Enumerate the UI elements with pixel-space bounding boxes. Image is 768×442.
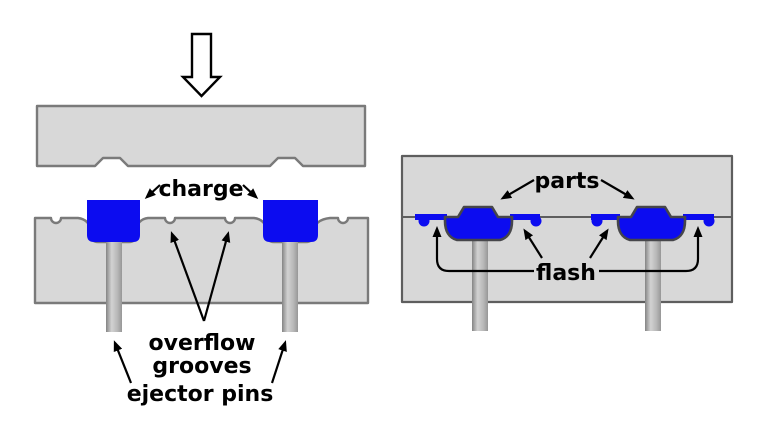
flash-groove-blob-1: [418, 215, 430, 227]
top-mold: [35, 104, 367, 168]
flash-right-inner: [591, 214, 620, 220]
ejector-pin-right: [282, 242, 298, 332]
ejector-pins-label: ejector pins: [127, 382, 274, 407]
parts-arrow-right: [600, 179, 635, 200]
ejector-pin-arrow-left: [113, 340, 133, 384]
ejector-pin-left: [106, 242, 122, 332]
flash-arrow-inner-right: [589, 228, 609, 259]
ejector-pin-right: [645, 240, 661, 331]
flash-groove-blob-2: [530, 215, 542, 227]
bottom-mold: [33, 216, 370, 305]
flash-material: [415, 214, 715, 227]
molded-part-left: [443, 205, 514, 242]
charge-label: charge: [158, 177, 243, 202]
ejector-pin-left: [472, 240, 488, 331]
flash-groove-blob-4: [703, 215, 715, 227]
flash-left-inner: [510, 214, 540, 220]
overflow-groove-arrow-left: [170, 231, 206, 322]
flash-left-outer: [415, 214, 447, 220]
charge-right: [263, 200, 318, 242]
charge-arrow-left: [144, 184, 161, 200]
parts-label: parts: [534, 169, 599, 194]
ejector-pin-arrow-right: [270, 340, 287, 384]
overflow-groove-arrow-right: [202, 231, 231, 322]
charge-left: [87, 200, 140, 242]
flash-bracket-arrow-left: [432, 226, 534, 273]
charge-arrow-right: [242, 184, 259, 200]
overflow-grooves-label-line2: grooves: [152, 354, 251, 379]
molded-part-right: [616, 205, 687, 242]
closed-mold-panel: parts flash: [400, 154, 734, 331]
overflow-grooves-label-line1: overflow: [149, 331, 256, 356]
flash-right-outer: [683, 214, 714, 220]
flash-arrow-inner-left: [523, 228, 543, 259]
flash-groove-blob-3: [591, 215, 603, 227]
open-mold-panel: charge overflow grooves ejector pins: [33, 32, 370, 407]
flash-bracket-arrow-right: [599, 226, 703, 273]
parts-arrow-left: [500, 179, 535, 200]
flash-label: flash: [536, 261, 596, 286]
press-force-arrow-icon: [180, 32, 223, 98]
